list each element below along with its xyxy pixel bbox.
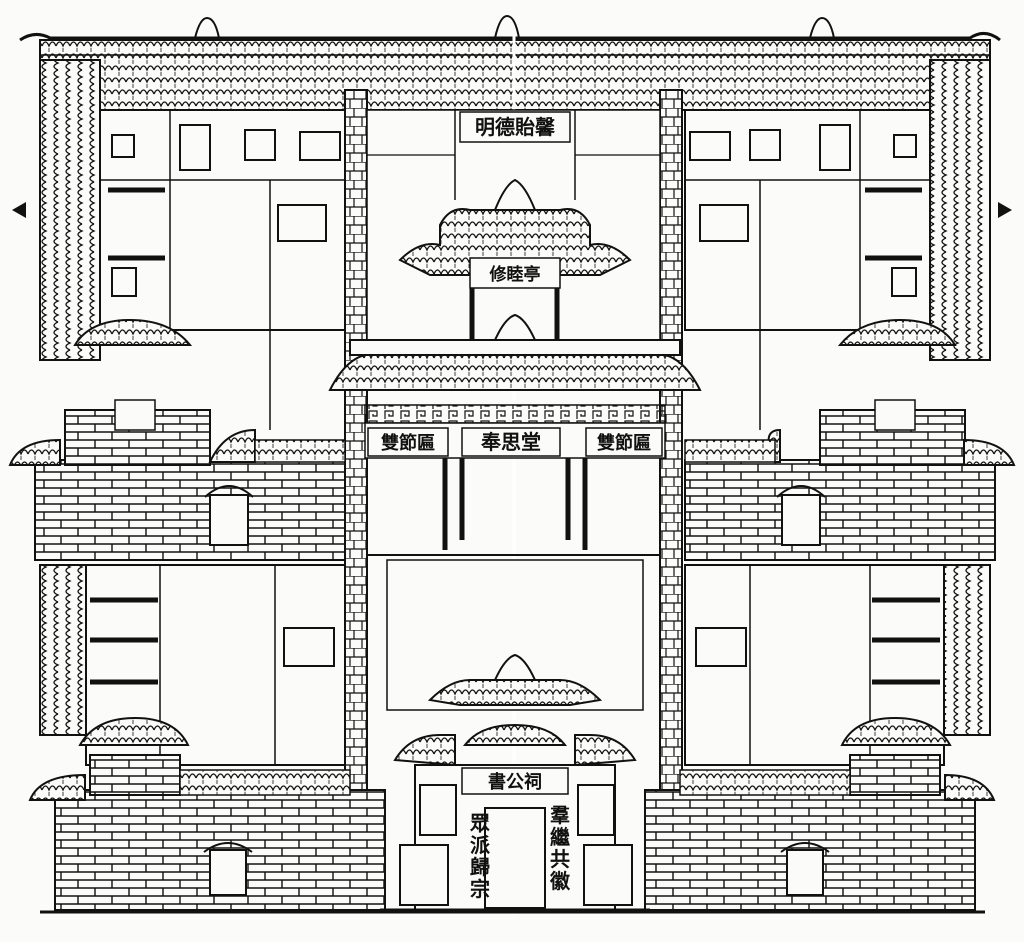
plaque-ancestral-hall: 書公祠 [488,771,542,793]
pavilion [398,178,632,340]
lower-brick-walls [28,716,996,911]
upper-right-courtyard [684,109,931,430]
plaque-hall: 奉思堂 [480,430,541,454]
plaque-left-shuangjie: 雙節匾 [381,432,435,454]
top-roof [19,14,1001,111]
upper-brick-walls [8,318,1016,561]
plaque-right-shuangjie: 雙節匾 [597,432,651,454]
central-pillars [344,30,683,915]
upper-left-courtyard [99,109,346,430]
couplet-left: 眾派歸宗 [469,811,491,901]
hall-roof [328,313,702,556]
couplet-right: 羣繼共徽 [549,803,571,893]
plaque-pavilion: 修睦亭 [489,264,541,285]
plaque-top-gate: 明德貽馨 [475,115,556,139]
ancestral-gate [380,653,650,912]
